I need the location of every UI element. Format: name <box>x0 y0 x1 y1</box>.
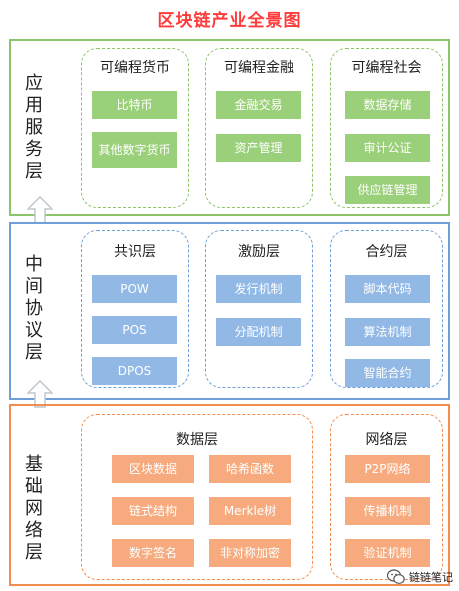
group-title: 合约层 <box>365 244 408 260</box>
app-layer-label: 应用服务层 <box>25 73 43 182</box>
group-programmable-currency: 可编程货币 比特币 其他数字货币 <box>81 48 189 208</box>
item-hash-function: 哈希函数 <box>209 455 291 483</box>
protocol-layer-label: 中间协议层 <box>25 254 43 363</box>
item-asset-management: 资产管理 <box>216 134 301 162</box>
item-financial-trading: 金融交易 <box>216 91 301 119</box>
watermark-text: 链链笔记 <box>409 571 453 584</box>
item-digital-signature: 数字签名 <box>112 539 194 567</box>
group-incentive: 激励层 发行机制 分配机制 <box>205 230 313 388</box>
group-title: 可编程货币 <box>100 60 170 76</box>
item-script-code: 脚本代码 <box>345 275 430 303</box>
item-bitcoin: 比特币 <box>92 91 177 119</box>
group-title: 激励层 <box>238 244 280 260</box>
item-pow: POW <box>92 275 177 303</box>
diagram-title: 区块链产业全景图 <box>157 11 302 31</box>
group-title: 数据层 <box>176 432 218 448</box>
group-programmable-finance: 可编程金融 金融交易 资产管理 <box>205 48 313 208</box>
base-layer: 基础网络层 数据层 区块数据 哈希函数 链式结构 Merkle树 数字签名 非对… <box>9 404 450 586</box>
item-merkle-tree: Merkle树 <box>209 497 291 525</box>
item-other-digital-currency: 其他数字货币 <box>92 132 177 168</box>
arrow-up-icon <box>27 196 53 224</box>
group-title: 可编程社会 <box>351 60 422 76</box>
protocol-layer: 中间协议层 共识层 POW POS DPOS 激励层 发行机制 分配机制 合约层… <box>9 222 450 400</box>
item-supply-chain: 供应链管理 <box>345 176 430 204</box>
item-chain-structure: 链式结构 <box>112 497 194 525</box>
group-programmable-society: 可编程社会 数据存储 审计公证 供应链管理 <box>330 48 443 208</box>
item-audit-notarization: 审计公证 <box>345 134 430 162</box>
item-pos: POS <box>92 316 177 344</box>
group-network-layer: 网络层 P2P网络 传播机制 验证机制 <box>330 414 443 580</box>
group-title: 可编程金融 <box>224 60 294 76</box>
item-propagation-mechanism: 传播机制 <box>345 497 430 525</box>
item-data-storage: 数据存储 <box>345 91 430 119</box>
item-algorithm-mechanism: 算法机制 <box>345 318 430 346</box>
item-issuance-mechanism: 发行机制 <box>216 275 301 303</box>
wechat-icon <box>387 569 405 584</box>
item-asymmetric-encryption: 非对称加密 <box>209 539 291 567</box>
group-title: 网络层 <box>365 432 408 448</box>
watermark: 链链笔记 <box>387 569 453 585</box>
base-layer-label: 基础网络层 <box>25 454 43 563</box>
item-verification-mechanism: 验证机制 <box>345 539 430 567</box>
item-block-data: 区块数据 <box>112 455 194 483</box>
group-contract: 合约层 脚本代码 算法机制 智能合约 <box>330 230 443 388</box>
arrow-up-icon <box>27 380 53 408</box>
item-smart-contract: 智能合约 <box>345 359 430 387</box>
group-data-layer: 数据层 区块数据 哈希函数 链式结构 Merkle树 数字签名 非对称加密 <box>81 414 313 580</box>
item-dpos: DPOS <box>92 357 177 385</box>
group-consensus: 共识层 POW POS DPOS <box>81 230 189 388</box>
item-distribution-mechanism: 分配机制 <box>216 318 301 346</box>
group-title: 共识层 <box>114 244 156 260</box>
app-layer: 应用服务层 可编程货币 比特币 其他数字货币 可编程金融 金融交易 资产管理 可… <box>9 39 450 216</box>
item-p2p-network: P2P网络 <box>345 455 430 483</box>
